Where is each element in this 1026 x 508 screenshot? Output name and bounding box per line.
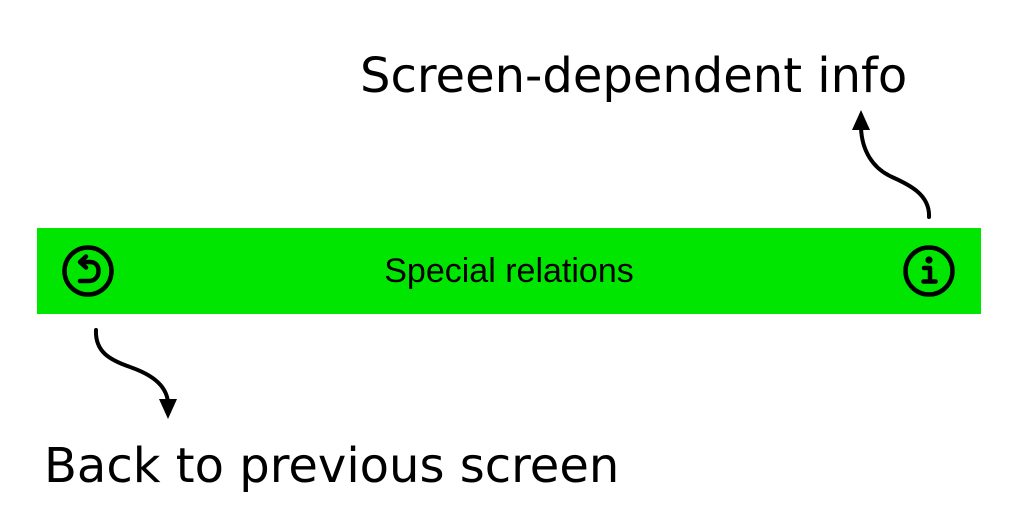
info-button[interactable] — [902, 244, 956, 298]
page-title: Special relations — [384, 251, 634, 290]
arrow-to-info-label — [852, 110, 932, 219]
annotation-screen-dependent-info: Screen-dependent info — [360, 48, 908, 104]
annotation-back-to-previous-screen: Back to previous screen — [44, 438, 620, 494]
back-button[interactable] — [61, 244, 115, 298]
info-circle-icon — [903, 245, 955, 297]
arrow-to-back-label — [93, 328, 177, 419]
navigation-bar: Special relations — [37, 228, 981, 314]
back-circle-icon — [62, 245, 114, 297]
